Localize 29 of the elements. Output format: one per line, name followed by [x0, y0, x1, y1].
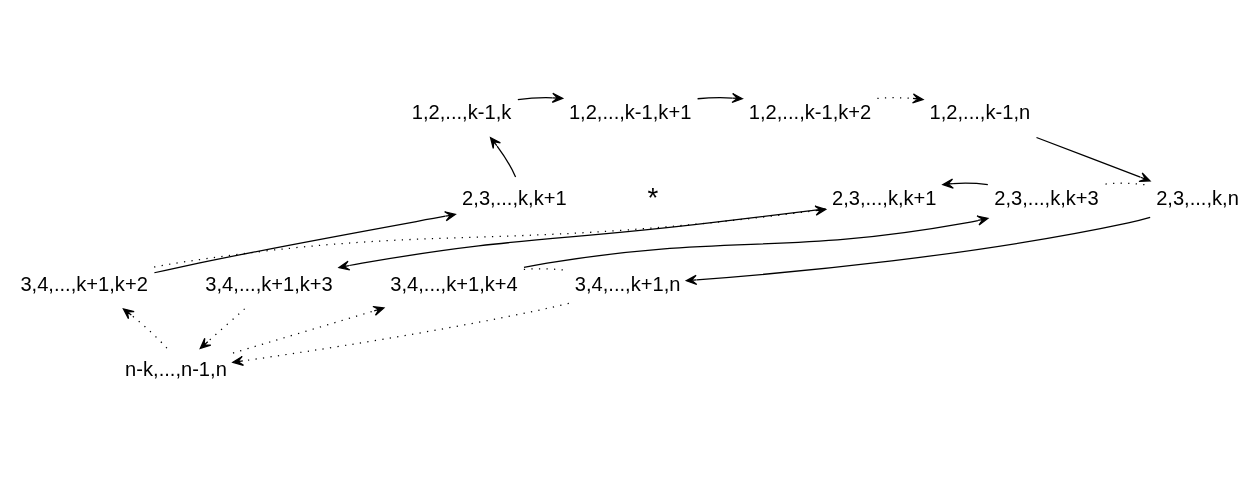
- node-text: 2,3,...,k,k+3: [994, 187, 1099, 210]
- arrow: [489, 137, 517, 178]
- node-text: 1,2,...,k-1,k: [411, 101, 512, 124]
- node-text: 2,3,...,k,n: [1156, 187, 1239, 210]
- arrow: [942, 178, 989, 189]
- arrow: [523, 215, 989, 269]
- arrow: [696, 92, 744, 104]
- arrow: [338, 208, 827, 271]
- arrow: [685, 216, 1151, 286]
- node-text: 3,4,...,k+1,k+3: [205, 272, 333, 295]
- node-text: 3,4,...,k+1,k+4: [390, 272, 518, 295]
- label: *: [647, 182, 659, 214]
- node-text: 3,4,...,k+1,n: [574, 272, 681, 295]
- arrow: [153, 211, 456, 274]
- arrow: [232, 305, 385, 354]
- arrow: [232, 302, 570, 367]
- node-text: 2,3,...,k,k+1: [462, 187, 567, 210]
- node-text: 1,2,...,k-1,k+2: [748, 101, 872, 124]
- arrow: [517, 92, 564, 103]
- node-text: 3,4,...,k+1,k+2: [20, 272, 148, 295]
- node-text: n-k,...,n-1,n: [125, 358, 227, 381]
- node-text: 1,2,...,k-1,k+1: [568, 101, 692, 124]
- arrow: [153, 205, 827, 268]
- node-text: 1,2,...,k-1,n: [929, 101, 1031, 124]
- arrow: [876, 93, 924, 104]
- node-text: 2,3,...,k,k+1: [832, 187, 937, 210]
- arrow: [199, 308, 246, 350]
- arrow: [122, 308, 168, 349]
- arrow: [1035, 136, 1151, 183]
